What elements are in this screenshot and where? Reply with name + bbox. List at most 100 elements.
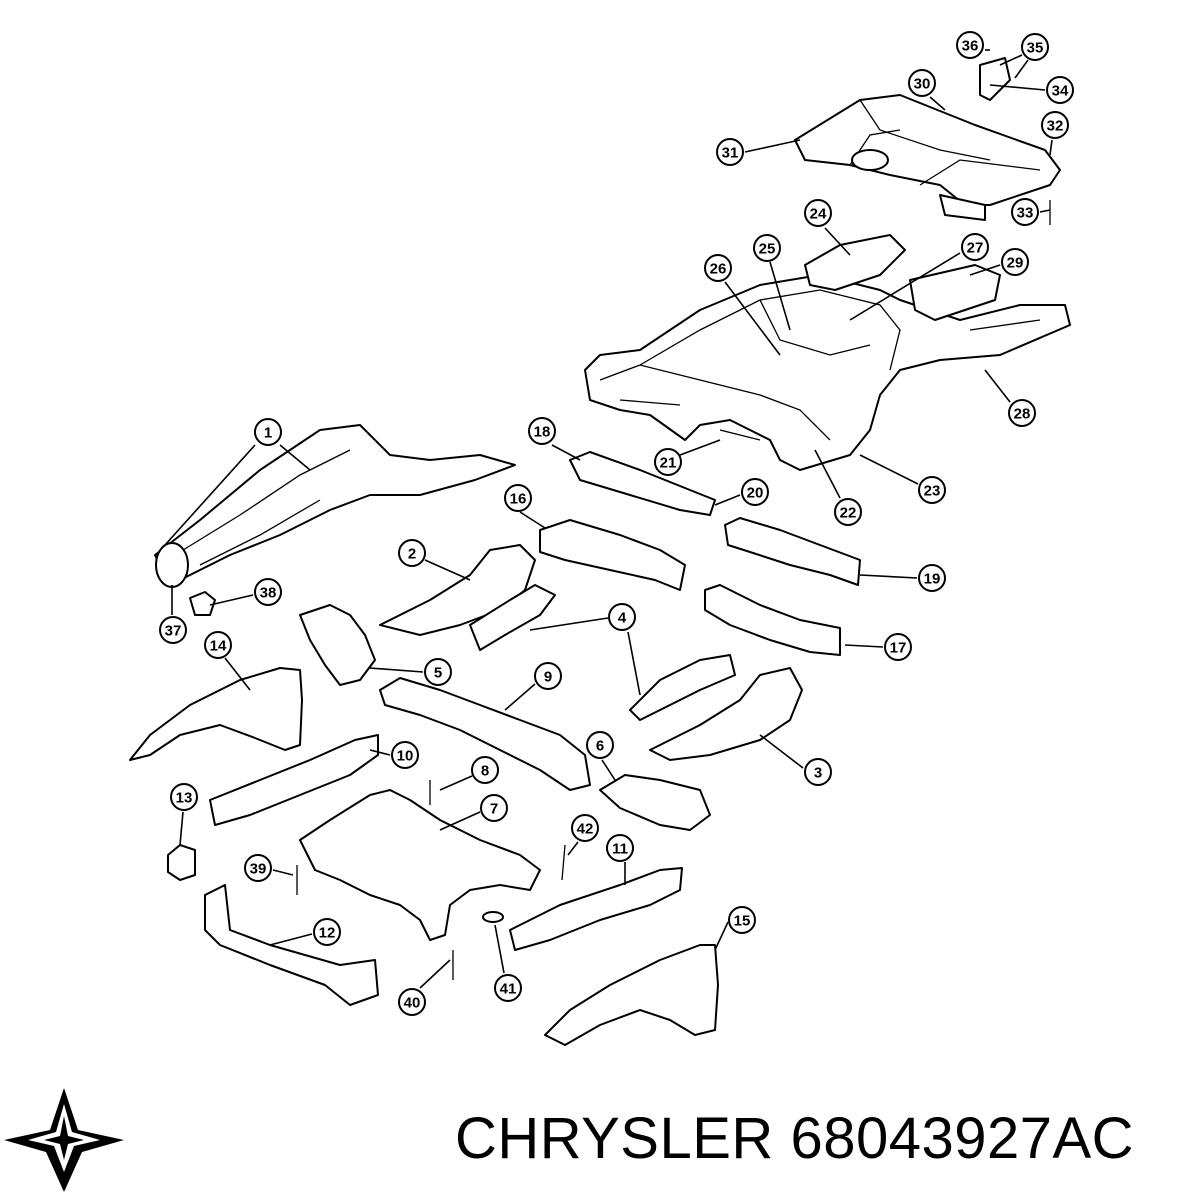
callout-circle-36: [956, 31, 984, 59]
callout-31: 31: [716, 138, 744, 166]
callout-label-3: 3: [814, 765, 822, 782]
callout-28: 28: [1008, 399, 1036, 427]
leader-line-1: [164, 444, 256, 546]
leader-line-32: [1049, 139, 1053, 156]
callout-label-17: 17: [890, 640, 907, 657]
callout-label-23: 23: [924, 483, 941, 500]
callout-circle-18: [528, 417, 556, 445]
part-7-drawing: [299, 789, 541, 941]
callout-label-14: 14: [210, 638, 227, 655]
callout-circle-19: [918, 564, 946, 592]
callout-circle-24: [804, 199, 832, 227]
callout-35: 35: [1021, 33, 1049, 61]
callout-circle-4: [608, 603, 636, 631]
callout-circle-13: [170, 783, 198, 811]
brand-name: CHRYSLER: [455, 1106, 774, 1171]
callout-19: 19: [918, 564, 946, 592]
callout-circle-35: [1021, 33, 1049, 61]
callout-circle-34: [1046, 76, 1074, 104]
leader-line-28: [984, 369, 1011, 403]
callout-label-27: 27: [967, 240, 984, 257]
callout-15: 15: [728, 906, 756, 934]
callout-label-40: 40: [404, 995, 421, 1012]
callout-circle-27: [961, 233, 989, 261]
callout-circle-31: [716, 138, 744, 166]
callout-label-16: 16: [510, 491, 527, 508]
callout-circle-7: [480, 794, 508, 822]
callout-38: 38: [254, 578, 282, 606]
callout-circle-6: [586, 731, 614, 759]
part-13-drawing: [167, 844, 196, 881]
callout-label-24: 24: [810, 206, 827, 223]
callout-label-33: 33: [1017, 205, 1034, 222]
callout-40: 40: [398, 988, 426, 1016]
callout-circle-3: [804, 758, 832, 786]
callout-label-30: 30: [914, 76, 931, 93]
part-16-drawing: [539, 519, 686, 591]
leader-line-21: [679, 439, 721, 456]
callout-circle-9: [534, 662, 562, 690]
callout-circle-1: [254, 418, 282, 446]
callout-32: 32: [1041, 111, 1069, 139]
callout-17: 17: [884, 633, 912, 661]
leader-line-23: [859, 454, 919, 485]
leader-line-38: [209, 594, 254, 606]
callout-34: 34: [1046, 76, 1074, 104]
callout-label-12: 12: [319, 925, 336, 942]
callout-29: 29: [1001, 248, 1029, 276]
callout-27: 27: [961, 233, 989, 261]
callout-label-4: 4: [618, 610, 627, 627]
leader-line-17: [844, 644, 884, 648]
leader-line-20: [714, 494, 741, 506]
callout-circle-30: [908, 69, 936, 97]
callout-8: 8: [471, 756, 499, 784]
callout-39: 39: [244, 854, 272, 882]
callout-label-13: 13: [176, 790, 193, 807]
callout-22: 22: [834, 498, 862, 526]
callout-1: 1: [254, 418, 282, 446]
part-number: 68043927AC: [790, 1106, 1135, 1171]
leader-line-7: [439, 811, 481, 831]
callout-3: 3: [804, 758, 832, 786]
callout-circle-2: [398, 539, 426, 567]
leader-line-31: [744, 139, 801, 153]
leader-line-10: [369, 749, 391, 756]
callout-circle-12: [313, 918, 341, 946]
callout-42: 42: [571, 814, 599, 842]
callout-label-34: 34: [1052, 83, 1069, 100]
callout-circle-39: [244, 854, 272, 882]
leader-line-9: [504, 683, 536, 711]
fastener-drawings: [189, 200, 1051, 980]
callout-21: 21: [654, 448, 682, 476]
leader-line-26: [724, 281, 781, 356]
part-15-drawing: [544, 944, 719, 1046]
callout-circle-25: [753, 234, 781, 262]
part-12-drawing: [204, 884, 379, 1006]
callout-circle-14: [204, 631, 232, 659]
callout-label-11: 11: [612, 841, 628, 858]
leader-line-4: [529, 617, 609, 631]
callout-label-25: 25: [759, 241, 776, 258]
callout-label-35: 35: [1027, 40, 1044, 57]
callout-label-2: 2: [408, 546, 416, 563]
leader-line-25: [769, 261, 791, 331]
part-4a-drawing: [469, 584, 556, 651]
callout-circle-8: [471, 756, 499, 784]
part-19-20-drawing: [724, 517, 861, 586]
leader-line-18: [551, 444, 581, 461]
rear-floor-frame-drawing: [584, 234, 1071, 471]
part-6-drawing: [599, 774, 711, 831]
callout-circle-23: [918, 476, 946, 504]
rear-crossmember-drawing: [794, 57, 1061, 221]
part-11-drawing: [509, 867, 683, 951]
leader-line-29: [969, 264, 1001, 276]
callout-circle-33: [1011, 198, 1039, 226]
callout-14: 14: [204, 631, 232, 659]
callout-label-7: 7: [490, 801, 498, 818]
callout-9: 9: [534, 662, 562, 690]
callout-33: 33: [1011, 198, 1039, 226]
leader-line-34: [989, 84, 1046, 91]
callout-label-22: 22: [840, 505, 857, 522]
callout-label-15: 15: [734, 913, 751, 930]
